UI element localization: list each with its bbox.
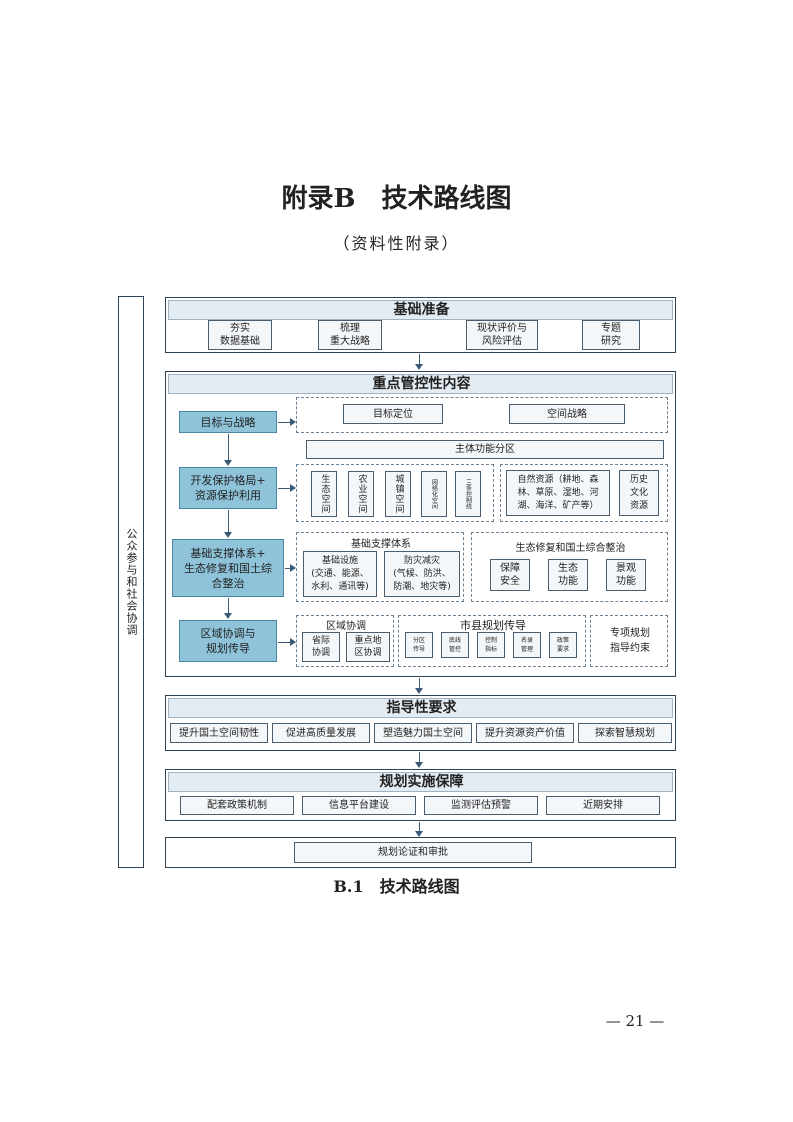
county-group: 市县规划传导 分区 传导 底线 管控 控制 指标 名录 管理 政策 要求 — [398, 615, 586, 667]
guidance-item: 促进高质量发展 — [272, 723, 370, 743]
infrastructure-item: 基础设施 (交通、能源、 水利、通讯等) — [303, 551, 377, 597]
section-guidance: 指导性要求 提升国土空间韧性 促进高质量发展 塑造魅力国土空间 提升资源资产价值… — [165, 695, 676, 751]
infrastructure-eco-box: 基础支撑体系+ 生态修复和国土综 合整治 — [172, 539, 284, 597]
space-line-item: 生态空间 — [311, 471, 337, 517]
guidance-item: 探索智慧规划 — [578, 723, 672, 743]
county-title: 市县规划传导 — [460, 619, 526, 632]
foundation-item: 专题 研究 — [582, 320, 640, 350]
section-implementation: 规划实施保障 配套政策机制 信息平台建设 监测评估预警 近期安排 — [165, 769, 676, 821]
space-line-item: 城镇空间 — [385, 471, 411, 517]
guidance-item: 提升资源资产价值 — [476, 723, 574, 743]
implementation-item: 配套政策机制 — [180, 796, 294, 815]
section-key-control: 重点管控性内容 目标与战略 开发保护格局+ 资源保护利用 基础支撑体系+ 生态修… — [165, 371, 676, 677]
infrastructure-item: 防灾减灾 (气候、防洪、 防潮、地灾等) — [384, 551, 460, 597]
eco-item: 景观 功能 — [606, 559, 646, 591]
infrastructure-group: 基础支撑体系 基础设施 (交通、能源、 水利、通讯等) 防灾减灾 (气候、防洪、… — [296, 532, 464, 602]
public-participation-label: 公众参与和社会协调 — [125, 528, 138, 636]
page-title: 附录B 技术路线图 — [281, 184, 512, 214]
regional-coordination-box: 区域协调与 规划传导 — [179, 620, 277, 662]
goal-strategy-box: 目标与战略 — [179, 411, 277, 433]
natural-resources-box: 自然资源（耕地、森 林、草原、湿地、河 湖、海洋、矿产等） — [506, 470, 610, 516]
foundation-item: 现状评价与 风险评估 — [466, 320, 538, 350]
public-participation-bar: 公众参与和社会协调 — [118, 296, 144, 868]
county-item: 底线 管控 — [441, 632, 469, 658]
space-line-item: 网络化空间 — [421, 471, 447, 517]
historic-culture-box: 历史 文化 资源 — [619, 470, 659, 516]
guidance-item: 塑造魅力国土空间 — [374, 723, 472, 743]
goal-item: 空间战略 — [509, 404, 625, 424]
section-key-control-title: 重点管控性内容 — [372, 376, 471, 392]
page-subtitle: （资料性附录） — [333, 234, 460, 253]
eco-item: 生态 功能 — [548, 559, 588, 591]
implementation-item: 监测评估预警 — [424, 796, 538, 815]
figure-caption: B.1 技术路线图 — [333, 877, 460, 896]
implementation-item: 近期安排 — [546, 796, 660, 815]
functional-zoning-box: 主体功能分区 — [306, 440, 664, 459]
eco-restoration-title: 生态修复和国土综合整治 — [515, 543, 626, 554]
section-approval: 规划论证和审批 — [165, 837, 676, 868]
section-guidance-title: 指导性要求 — [386, 700, 457, 716]
eco-restoration-group: 生态修复和国土综合整治 保障 安全 生态 功能 景观 功能 — [471, 532, 668, 602]
section-foundation: 基础准备 夯实 数据基础 梳理 重大战略 现状评价与 风险评估 专题 研究 — [165, 297, 676, 353]
region-group: 区域协调 省际 协调 重点地 区协调 — [296, 615, 394, 667]
region-item: 省际 协调 — [302, 632, 340, 662]
section-implementation-title: 规划实施保障 — [379, 774, 464, 790]
eco-item: 保障 安全 — [490, 559, 530, 591]
space-line-item: 农业空间 — [348, 471, 374, 517]
technical-roadmap-diagram: 公众参与和社会协调 基础准备 夯实 数据基础 梳理 重大战略 现状评价与 风险评… — [118, 296, 678, 874]
space-line-item: 三条控制线 — [455, 471, 481, 517]
goal-group: 目标定位 空间战略 — [296, 397, 668, 433]
foundation-item: 夯实 数据基础 — [208, 320, 272, 350]
section-foundation-title: 基础准备 — [393, 302, 450, 318]
resources-group: 自然资源（耕地、森 林、草原、湿地、河 湖、海洋、矿产等） 历史 文化 资源 — [500, 464, 668, 522]
development-pattern-box: 开发保护格局+ 资源保护利用 — [179, 467, 277, 509]
goal-item: 目标定位 — [343, 404, 443, 424]
special-planning-text: 专项规划 指导约束 — [610, 628, 650, 654]
county-item: 政策 要求 — [549, 632, 577, 658]
special-planning-group: 专项规划 指导约束 — [590, 615, 668, 667]
foundation-item: 梳理 重大战略 — [318, 320, 382, 350]
approval-item: 规划论证和审批 — [294, 842, 532, 863]
implementation-item: 信息平台建设 — [302, 796, 416, 815]
guidance-item: 提升国土空间韧性 — [170, 723, 268, 743]
infrastructure-title: 基础支撑体系 — [351, 539, 411, 550]
region-title: 区域协调 — [326, 621, 366, 632]
county-item: 名录 管理 — [513, 632, 541, 658]
region-item: 重点地 区协调 — [346, 632, 390, 662]
county-item: 控制 指标 — [477, 632, 505, 658]
county-item: 分区 传导 — [405, 632, 433, 658]
page-number: — 21 — — [605, 1012, 665, 1030]
space-lines-group: 生态空间 农业空间 城镇空间 网络化空间 三条控制线 — [296, 464, 494, 522]
